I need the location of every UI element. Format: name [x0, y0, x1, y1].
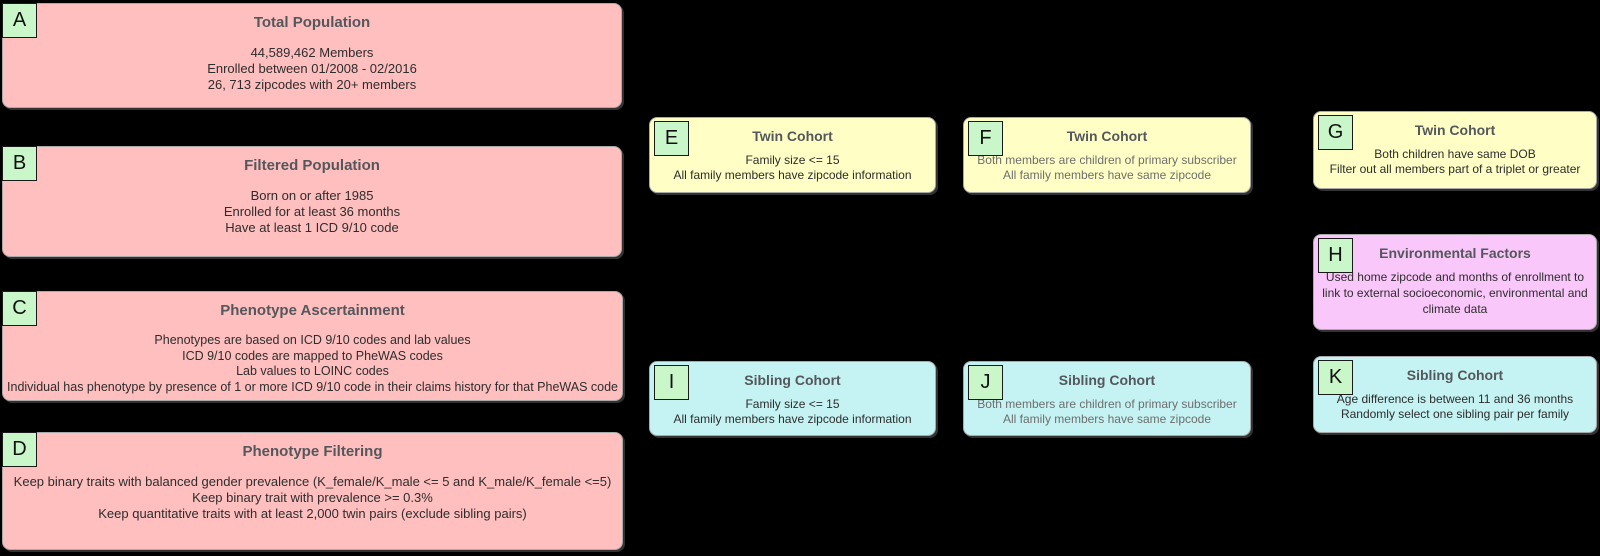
- node-phenotype-filtering: D Phenotype Filtering Keep binary traits…: [2, 432, 623, 550]
- node-total-population: A Total Population 44,589,462 Members En…: [2, 3, 622, 108]
- node-body: Used home zipcode and months of enrollme…: [1314, 269, 1596, 317]
- node-badge-f: F: [968, 121, 1003, 156]
- node-line: Used home zipcode and months of enrollme…: [1325, 270, 1585, 284]
- node-line: Both members are children of primary sub…: [977, 153, 1237, 167]
- node-badge-a: A: [2, 3, 37, 38]
- node-title: Filtered Population: [244, 157, 380, 174]
- node-line: climate data: [1422, 302, 1488, 316]
- node-line: Phenotypes are based on ICD 9/10 codes a…: [154, 333, 471, 347]
- node-title: Twin Cohort: [1066, 128, 1148, 144]
- node-line: link to external socioeconomic, environm…: [1322, 286, 1588, 300]
- node-body: Family size <= 15 All family members hav…: [650, 153, 935, 183]
- node-title: Sibling Cohort: [744, 372, 841, 388]
- node-line: Enrolled for at least 36 months: [223, 204, 401, 219]
- node-line: Have at least 1 ICD 9/10 code: [225, 220, 399, 235]
- node-line: Keep quantitative traits with at least 2…: [98, 506, 527, 521]
- node-sibling-cohort-j: J Sibling Cohort Both members are childr…: [963, 361, 1251, 436]
- node-title: Environmental Factors: [1379, 245, 1531, 261]
- node-line: Randomly select one sibling pair per fam…: [1340, 407, 1570, 421]
- node-phenotype-ascertainment: C Phenotype Ascertainment Phenotypes are…: [2, 291, 623, 401]
- node-environmental-factors: H Environmental Factors Used home zipcod…: [1313, 234, 1597, 330]
- node-badge-b: B: [2, 146, 37, 181]
- node-body: Family size <= 15 All family members hav…: [650, 397, 935, 427]
- node-line: Family size <= 15: [745, 153, 840, 167]
- node-line: 26, 713 zipcodes with 20+ members: [207, 77, 417, 92]
- node-title: Phenotype Filtering: [242, 443, 383, 460]
- node-body: Both children have same DOB Filter out a…: [1314, 147, 1596, 177]
- node-line: All family members have zipcode informat…: [673, 168, 912, 182]
- node-line: Filter out all members part of a triplet…: [1329, 162, 1581, 176]
- node-line: Keep binary traits with balanced gender …: [13, 474, 612, 489]
- node-line: Family size <= 15: [745, 397, 840, 411]
- node-twin-cohort-e: E Twin Cohort Family size <= 15 All fami…: [649, 117, 936, 193]
- node-badge-d: D: [2, 432, 37, 467]
- node-line: Keep binary trait with prevalence >= 0.3…: [192, 490, 433, 505]
- node-title: Sibling Cohort: [1406, 367, 1504, 383]
- node-line: Enrolled between 01/2008 - 02/2016: [207, 61, 417, 76]
- node-body: Keep binary traits with balanced gender …: [3, 474, 622, 522]
- node-line: Both children have same DOB: [1374, 147, 1536, 161]
- node-line: All family members have same zipcode: [1002, 412, 1212, 426]
- node-twin-cohort-f: F Twin Cohort Both members are children …: [963, 117, 1251, 193]
- node-body: Born on or after 1985 Enrolled for at le…: [3, 188, 621, 236]
- node-body: Both members are children of primary sub…: [964, 397, 1250, 427]
- node-badge-i: I: [654, 365, 689, 400]
- node-title: Total Population: [253, 14, 371, 31]
- node-badge-e: E: [654, 121, 689, 156]
- node-sibling-cohort-k: K Sibling Cohort Age difference is betwe…: [1313, 356, 1597, 433]
- node-line: 44,589,462 Members: [250, 45, 374, 60]
- node-line: Lab values to LOINC codes: [236, 364, 389, 378]
- node-title: Sibling Cohort: [1058, 372, 1156, 388]
- node-body: 44,589,462 Members Enrolled between 01/2…: [3, 45, 621, 93]
- node-body: Age difference is between 11 and 36 mont…: [1314, 392, 1596, 422]
- node-line: Born on or after 1985: [250, 188, 374, 203]
- node-badge-j: J: [968, 365, 1003, 400]
- node-badge-h: H: [1318, 238, 1353, 273]
- node-badge-g: G: [1318, 115, 1353, 150]
- node-line: All family members have zipcode informat…: [673, 412, 912, 426]
- node-badge-k: K: [1318, 360, 1353, 395]
- node-line: Age difference is between 11 and 36 mont…: [1336, 392, 1574, 406]
- node-title: Twin Cohort: [1414, 122, 1496, 138]
- node-line: All family members have same zipcode: [1002, 168, 1212, 182]
- node-sibling-cohort-i: I Sibling Cohort Family size <= 15 All f…: [649, 361, 936, 436]
- node-twin-cohort-g: G Twin Cohort Both children have same DO…: [1313, 111, 1597, 189]
- node-body: Both members are children of primary sub…: [964, 153, 1250, 183]
- node-title: Phenotype Ascertainment: [220, 302, 405, 319]
- node-badge-c: C: [2, 291, 37, 326]
- node-line: Both members are children of primary sub…: [977, 397, 1237, 411]
- node-line: Individual has phenotype by presence of …: [7, 379, 618, 394]
- node-line: ICD 9/10 codes are mapped to PheWAS code…: [182, 348, 443, 363]
- node-filtered-population: B Filtered Population Born on or after 1…: [2, 146, 622, 257]
- node-title: Twin Cohort: [752, 128, 833, 144]
- node-body: Phenotypes are based on ICD 9/10 codes a…: [3, 333, 622, 395]
